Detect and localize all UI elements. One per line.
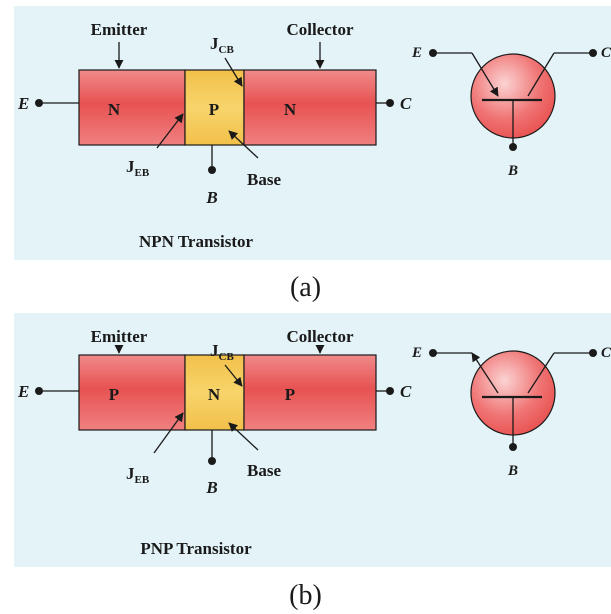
terminal-e-label: E — [17, 382, 29, 401]
emitter-region — [78, 69, 186, 146]
collector-terminal — [386, 387, 394, 395]
base-terminal — [208, 166, 216, 174]
npn-symbol — [429, 49, 597, 151]
emitter-label: Emitter — [91, 20, 148, 39]
pnp-diagram: P N P Emitter Collector JCB JEB Base E C… — [17, 327, 611, 558]
collector-label: Collector — [286, 20, 353, 39]
collector-region — [243, 69, 377, 146]
symbol-b-label: B — [507, 463, 518, 479]
terminal-e-label: E — [17, 94, 29, 113]
npn-panel: N P N Emitter Collector JCB JEB Base E C… — [14, 6, 611, 260]
terminal-c-label: C — [400, 382, 412, 401]
collector-region-label: N — [284, 100, 297, 119]
jeb-arrow — [156, 113, 184, 149]
collector-label: Collector — [286, 327, 353, 346]
base-region-label: N — [208, 385, 221, 404]
jcb-arrow — [224, 364, 243, 387]
jcb-arrow — [224, 57, 243, 87]
base-arrow — [228, 130, 259, 159]
base-region-label: P — [209, 100, 219, 119]
emitter-region-label: N — [108, 100, 121, 119]
symbol-c-label: C — [601, 345, 611, 361]
pnp-panel: P N P Emitter Collector JCB JEB Base E C… — [14, 313, 611, 567]
terminal-b-label: B — [205, 188, 217, 207]
collector-region-label: P — [285, 385, 295, 404]
base-region — [184, 354, 245, 431]
pnp-symbol — [429, 349, 597, 451]
emitter-terminal — [35, 99, 43, 107]
jcb-label: JCB — [210, 341, 234, 363]
emitter-region-label: P — [109, 385, 119, 404]
base-arrow — [228, 422, 259, 451]
emitter-region — [78, 354, 186, 431]
jcb-label: JCB — [210, 34, 234, 56]
caption-a: (a) — [289, 272, 322, 303]
base-label: Base — [247, 461, 281, 480]
symbol-e-label: E — [411, 345, 422, 361]
symbol-c-label: C — [601, 45, 611, 61]
collector-terminal — [386, 99, 394, 107]
base-label: Base — [247, 170, 281, 189]
jeb-arrow — [153, 412, 184, 454]
base-terminal — [208, 457, 216, 465]
caption-b: (b) — [289, 580, 322, 611]
jeb-label: JEB — [126, 464, 150, 486]
symbol-b-label: B — [507, 163, 518, 179]
terminal-c-label: C — [400, 94, 412, 113]
emitter-terminal — [35, 387, 43, 395]
npn-diagram: N P N Emitter Collector JCB JEB Base E C… — [17, 20, 611, 251]
collector-region — [243, 354, 377, 431]
symbol-e-label: E — [411, 45, 422, 61]
emitter-label: Emitter — [91, 327, 148, 346]
pnp-title: PNP Transistor — [140, 539, 252, 558]
terminal-b-label: B — [205, 478, 217, 497]
npn-title: NPN Transistor — [139, 232, 254, 251]
jeb-label: JEB — [126, 157, 150, 179]
